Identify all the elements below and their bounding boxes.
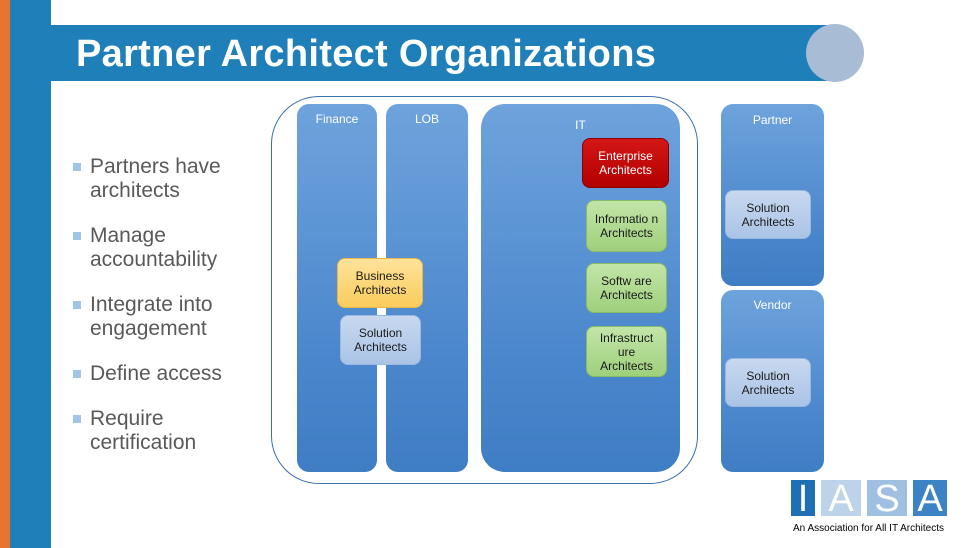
enterprise-architects-box: Enterprise Architects [582,138,669,188]
bullet-square-icon [73,415,81,423]
slide-title: Partner Architect Organizations [76,33,657,75]
bullet-square-icon [73,232,81,240]
information-architects-box: Informatio n Architects [586,200,667,252]
vendor-column-label: Vendor [753,298,792,312]
title-circle-decoration [806,24,864,82]
iasa-logo-letter-i: I [798,480,809,516]
title-bar [51,25,836,81]
bullet-item: Manage accountability [72,224,272,272]
bullet-item: Partners have architects [72,155,272,203]
iasa-logo-letter-a1: A [828,480,854,516]
lob-column-label: LOB [414,112,439,126]
iasa-logo-letter-s: S [874,480,899,516]
logo-tagline: An Association for All IT Architects [793,523,944,534]
partner-solution-architects-box: Solution Architects [725,190,811,239]
left-accent-stripe-orange [0,0,10,548]
it-column-label: IT [575,118,586,132]
business-architects-box: Business Architects [337,258,423,308]
finance-column-label: Finance [315,112,359,126]
iasa-logo-letter-a2: A [917,480,943,516]
software-architects-box: Softw are Architects [586,263,667,313]
lob-solution-architects-box: Solution Architects [340,315,421,365]
iasa-logo-mark: I A S A [791,478,947,520]
bullet-item: Integrate into engagement [72,293,272,341]
bullet-list: Partners have architects Manage accounta… [72,155,272,476]
bullet-square-icon [73,370,81,378]
infrastructure-architects-box: Infrastruct ure Architects [586,326,667,377]
partner-column-label: Partner [752,113,793,127]
bullet-square-icon [73,163,81,171]
bullet-square-icon [73,301,81,309]
bullet-item: Require certification [72,407,272,455]
left-accent-stripe-blue [10,0,51,548]
iasa-logo: I A S A [791,478,947,520]
bullet-item: Define access [72,362,272,386]
vendor-solution-architects-box: Solution Architects [725,358,811,407]
